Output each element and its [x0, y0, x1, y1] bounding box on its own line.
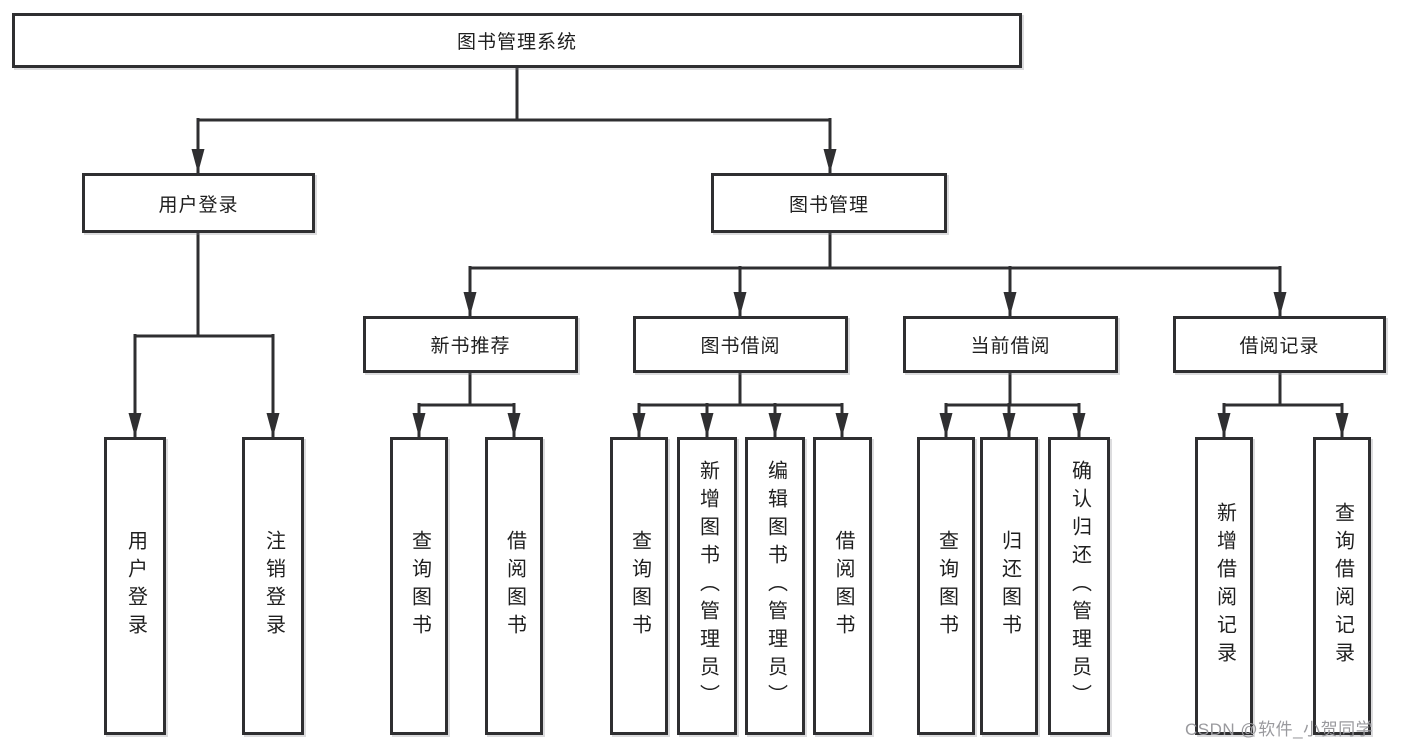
node-label: 编辑图书（管理员） — [764, 460, 787, 712]
node-label: 注销登录 — [262, 530, 285, 642]
node-label: 确认归还（管理员） — [1068, 460, 1091, 712]
node-book-management-module: 图书管理 — [711, 173, 947, 233]
leaf-borrow-books-recommend: 借阅图书 — [485, 437, 543, 735]
leaf-logout: 注销登录 — [242, 437, 304, 735]
leaf-query-borrow-record: 查询借阅记录 — [1313, 437, 1371, 735]
node-label: 查询图书 — [408, 530, 431, 642]
node-book-borrowing: 图书借阅 — [633, 316, 848, 373]
node-label: 当前借阅 — [970, 336, 1051, 357]
csdn-watermark: CSDN @软件_小贺同学 — [1185, 720, 1374, 739]
leaf-edit-books-admin: 编辑图书（管理员） — [745, 437, 805, 735]
node-label: 新增借阅记录 — [1213, 502, 1236, 670]
node-label: 新书推荐 — [430, 336, 511, 357]
node-label: 新增图书（管理员） — [696, 460, 719, 712]
node-label: 图书借阅 — [700, 336, 781, 357]
leaf-add-books-admin: 新增图书（管理员） — [677, 437, 737, 735]
leaf-borrow-books: 借阅图书 — [813, 437, 872, 735]
node-label: 归还图书 — [998, 530, 1021, 642]
leaf-user-login: 用户登录 — [104, 437, 166, 735]
connector-arrows — [128, 118, 1349, 437]
node-new-book-recommendation: 新书推荐 — [363, 316, 578, 373]
node-label: 图书管理 — [788, 194, 869, 216]
node-label: 查询图书 — [935, 530, 958, 642]
node-label: 用户登录 — [124, 530, 147, 642]
node-label: 查询图书 — [628, 530, 651, 642]
leaf-confirm-return-admin: 确认归还（管理员） — [1048, 437, 1110, 735]
node-borrowing-records: 借阅记录 — [1173, 316, 1386, 373]
leaf-query-books-recommend: 查询图书 — [390, 437, 448, 735]
node-label: 图书管理系统 — [456, 32, 577, 53]
leaf-add-borrow-record: 新增借阅记录 — [1195, 437, 1253, 735]
node-label: 借阅图书 — [832, 530, 854, 642]
leaf-query-books-current: 查询图书 — [917, 437, 975, 735]
node-label: 查询借阅记录 — [1331, 502, 1354, 670]
node-user-login-module: 用户登录 — [82, 173, 315, 233]
node-label: 用户登录 — [158, 194, 239, 216]
leaf-return-books: 归还图书 — [980, 437, 1038, 735]
node-current-borrowing: 当前借阅 — [903, 316, 1118, 373]
node-label: 借阅记录 — [1239, 336, 1320, 357]
node-label: 借阅图书 — [503, 530, 526, 642]
node-library-management-system: 图书管理系统 — [12, 13, 1022, 68]
leaf-query-books-borrowing: 查询图书 — [610, 437, 668, 735]
connector-trunks — [133, 66, 1344, 407]
